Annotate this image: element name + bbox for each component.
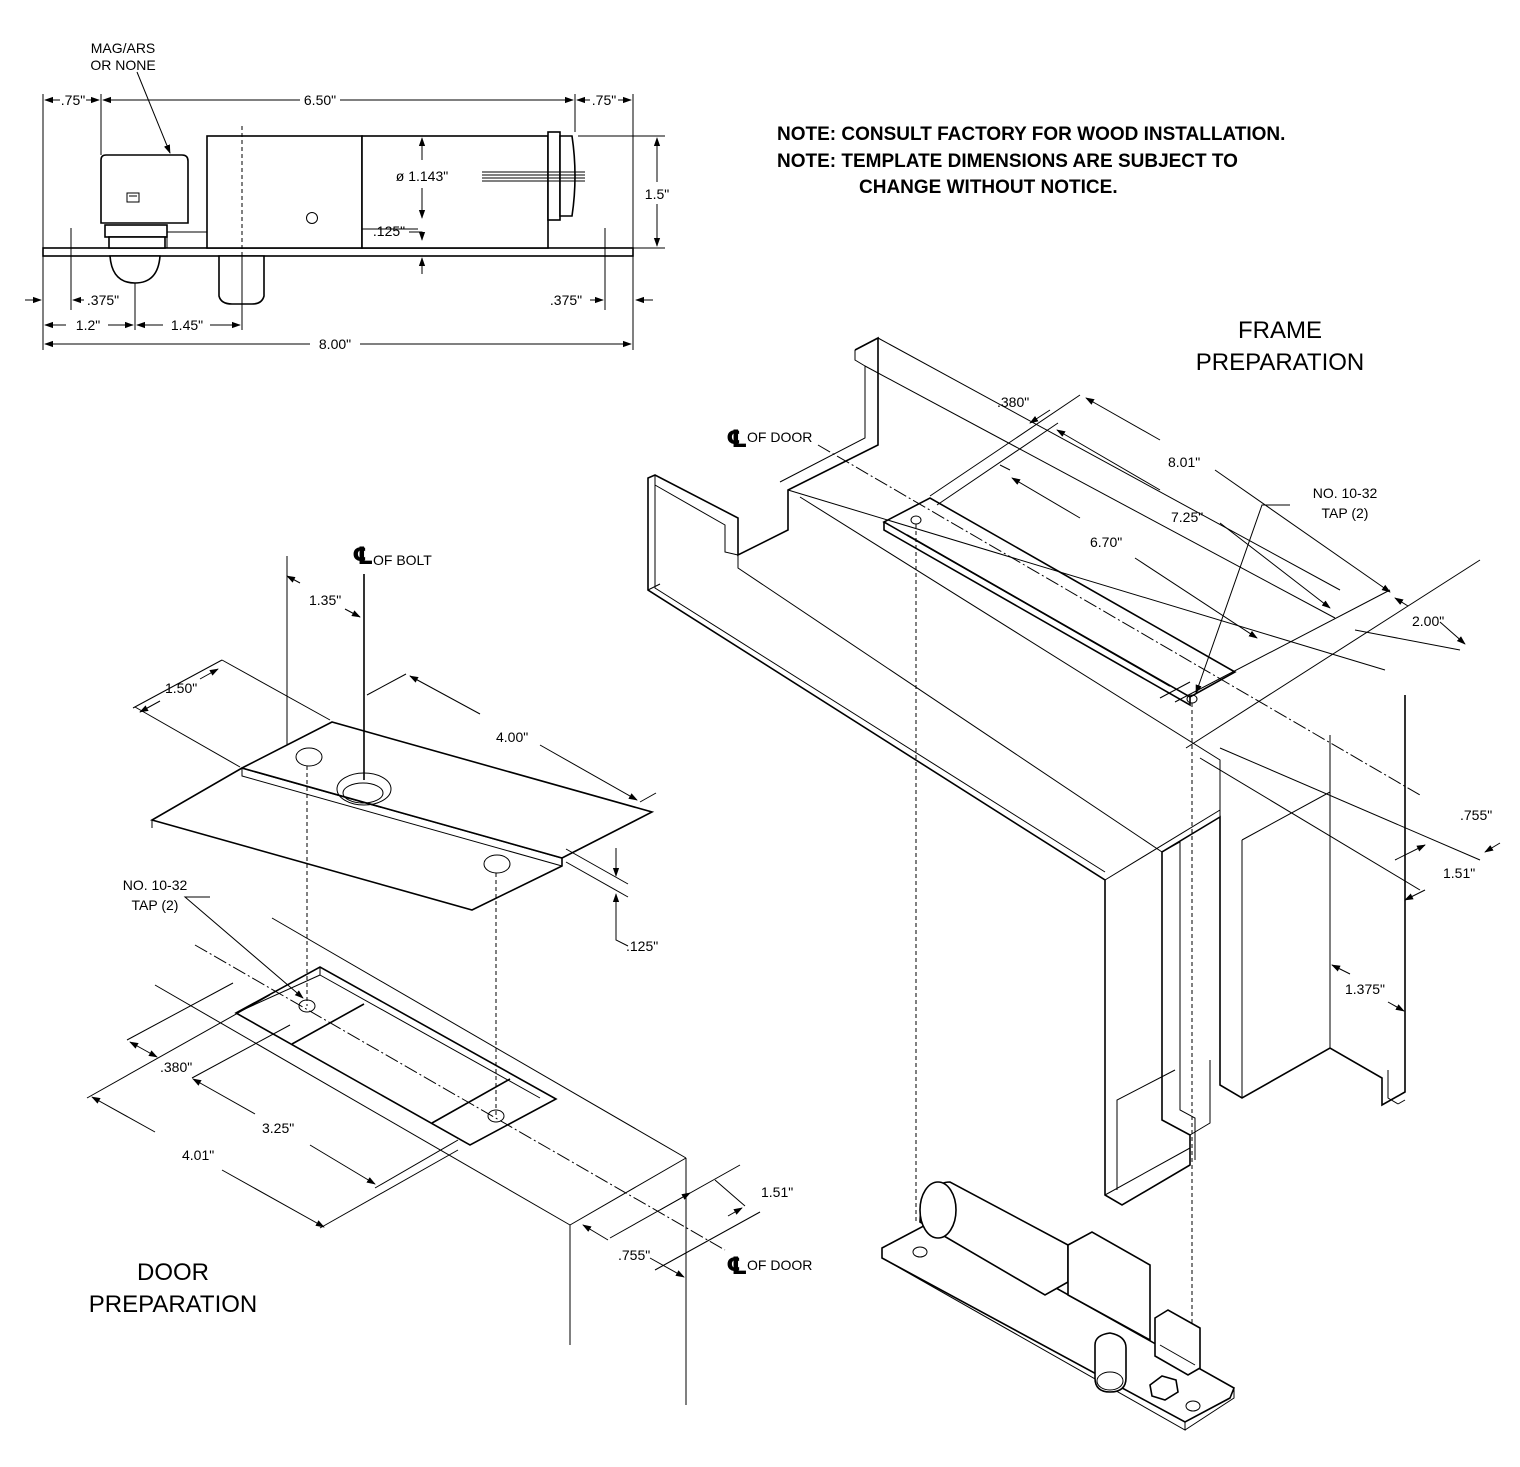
mounting-plate [42,247,634,257]
centerline-symbol-frame: ℄ [726,426,748,453]
dim-height: 1.5" [645,186,669,202]
dim-door-centerline: .755" [618,1247,650,1263]
frame-preparation-title-line2: PREPARATION [1196,349,1364,376]
dim-hole-left: .375" [87,292,119,308]
dim-strike-width: 1.50" [165,680,197,696]
dim-plate-thickness: .125" [373,223,405,239]
dim-frame-width: 2.00" [1412,613,1444,629]
dim-frame-rabbet: 1.51" [1443,865,1475,881]
door-edge-pocket [154,917,726,1405]
dim-pocket-length: 4.01" [182,1147,214,1163]
dim-frame-mid: 7.25" [1171,509,1203,525]
elevation-view [25,71,665,350]
centerline-symbol: ℄ [352,543,374,570]
dim-door-edge: 1.51" [761,1184,793,1200]
dim-left-offset: .75" [61,92,85,108]
callout-mag-ars-line2: OR NONE [90,57,155,73]
bolt-body [206,135,363,249]
dim-diameter: ø 1.143" [396,168,448,184]
tap-note-line1: NO. 10-32 [123,877,188,893]
frame-tap-note-line2: TAP (2) [1322,505,1369,521]
dim-hole-right: .375" [550,292,582,308]
dim-frame-stop: 1.375" [1345,981,1385,997]
dim-right-offset: .75" [592,92,616,108]
label-cl-of-bolt: OF BOLT [373,552,432,568]
dim-hole-spacing: 3.25" [262,1120,294,1136]
dim-frame-offset: .380" [997,394,1029,410]
callout-mag-ars-line1: MAG/ARS [91,40,156,56]
label-cl-of-door-top: OF DOOR [747,429,812,445]
electric-bolt-assembly [881,1181,1236,1431]
dim-to-bolt: 1.45" [171,317,203,333]
dim-frame-centerline: .755" [1460,807,1492,823]
door-preparation-title-line1: DOOR [137,1259,209,1286]
note-wood-installation: NOTE: CONSULT FACTORY FOR WOOD INSTALLAT… [777,124,1285,145]
note-template-line1: NOTE: TEMPLATE DIMENSIONS ARE SUBJECT TO [777,151,1238,172]
dim-bolt-offset: 1.35" [309,592,341,608]
frame-preparation-title-line1: FRAME [1238,317,1322,344]
dim-to-housing: 1.2" [76,317,100,333]
frame-preparation-view [647,336,1501,1431]
mag-ars-housing [100,154,208,284]
dim-strike-length: 4.00" [496,729,528,745]
note-template-line2: CHANGE WITHOUT NOTICE. [859,177,1118,198]
door-preparation-view [86,556,761,1405]
dim-pocket-offset: .380" [160,1059,192,1075]
centerline-symbol-door: ℄ [726,1253,748,1280]
frame-pocket [882,497,1237,707]
door-frame [647,336,1406,1206]
frame-tap-note-line1: NO. 10-32 [1313,485,1378,501]
door-preparation-title-line2: PREPARATION [89,1291,257,1318]
dim-overall-bolt: 6.50" [304,92,336,108]
dim-overall-plate: 8.00" [319,336,351,352]
dim-frame-inner: 6.70" [1090,534,1122,550]
dim-frame-overall: 8.01" [1168,454,1200,470]
tap-note-line2: TAP (2) [132,897,179,913]
strike-plate [149,721,655,911]
label-cl-of-door-bottom: OF DOOR [747,1257,812,1273]
dim-strike-thickness: .125" [626,938,658,954]
